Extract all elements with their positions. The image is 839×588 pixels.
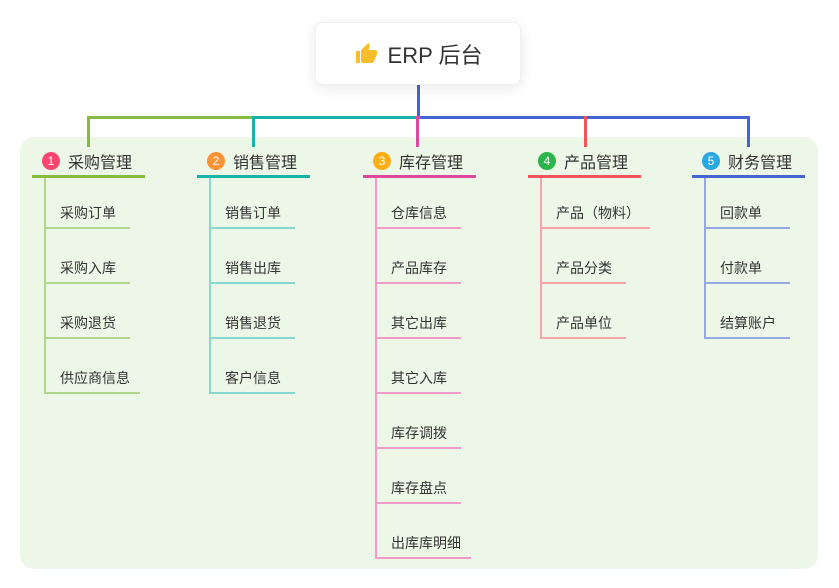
child-node[interactable]: 销售出库 [211,229,295,284]
branch-number-badge: 5 [702,151,720,170]
branch-title[interactable]: 2 销售管理 [197,146,357,175]
branch-title[interactable]: 3 库存管理 [363,146,523,175]
branch-drop-connector [416,116,419,147]
child-node[interactable]: 采购退货 [46,284,130,339]
branch-sales: 2 销售管理 销售订单 销售出库 销售退货 客户信息 [197,146,357,394]
branch-inventory: 3 库存管理 仓库信息 产品库存 其它出库 其它入库 库存调拨 库存盘点 出库库… [363,146,523,559]
branch-underline [197,175,310,178]
branch-label: 财务管理 [728,154,793,172]
branch-label: 销售管理 [233,154,298,172]
child-node[interactable]: 产品单位 [542,284,626,339]
child-node[interactable]: 供应商信息 [46,339,140,394]
branch-number-badge: 4 [538,151,556,170]
branch-number-badge: 3 [373,151,391,170]
child-node[interactable]: 销售退货 [211,284,295,339]
bus-connector-mid [255,116,420,119]
branch-underline [32,175,145,178]
branch-underline [692,175,805,178]
branch-children: 仓库信息 产品库存 其它出库 其它入库 库存调拨 库存盘点 出库库明细 [375,178,471,559]
child-node[interactable]: 结算账户 [706,284,790,339]
branch-drop-connector [584,116,587,147]
branches-panel [20,137,818,569]
child-node[interactable]: 产品分类 [542,229,626,284]
root-node[interactable]: ERP 后台 [315,22,521,85]
branch-drop-connector [87,116,90,147]
child-node[interactable]: 产品（物料） [542,178,650,229]
child-node[interactable]: 其它出库 [377,284,461,339]
root-stem-connector [417,85,420,116]
branch-drop-connector [252,116,255,147]
branch-label: 库存管理 [399,154,464,172]
child-node[interactable]: 库存盘点 [377,449,461,504]
branch-title[interactable]: 4 产品管理 [528,146,688,175]
branch-underline [363,175,476,178]
branch-title[interactable]: 5 财务管理 [692,146,839,175]
branch-finance: 5 财务管理 回款单 付款单 结算账户 [692,146,839,339]
child-node[interactable]: 销售订单 [211,178,295,229]
bus-connector-left [87,116,255,119]
child-node[interactable]: 客户信息 [211,339,295,394]
child-node[interactable]: 付款单 [706,229,790,284]
branch-children: 产品（物料） 产品分类 产品单位 [540,178,650,339]
root-label: ERP 后台 [387,42,483,68]
child-node[interactable]: 采购订单 [46,178,130,229]
child-node[interactable]: 库存调拨 [377,394,461,449]
child-node[interactable]: 其它入库 [377,339,461,394]
thumbs-up-icon [355,42,377,63]
branch-children: 回款单 付款单 结算账户 [704,178,790,339]
branch-number-badge: 1 [42,151,60,170]
child-node[interactable]: 产品库存 [377,229,461,284]
branch-label: 采购管理 [68,154,133,172]
branch-label: 产品管理 [564,154,629,172]
branch-product: 4 产品管理 产品（物料） 产品分类 产品单位 [528,146,688,339]
branch-purchase: 1 采购管理 采购订单 采购入库 采购退货 供应商信息 [32,146,192,394]
child-node[interactable]: 采购入库 [46,229,130,284]
branch-number-badge: 2 [207,151,225,170]
child-node[interactable]: 回款单 [706,178,790,229]
branch-children: 采购订单 采购入库 采购退货 供应商信息 [44,178,140,394]
branch-title[interactable]: 1 采购管理 [32,146,192,175]
branch-underline [528,175,641,178]
branch-children: 销售订单 销售出库 销售退货 客户信息 [209,178,295,394]
branch-drop-connector [747,116,750,147]
child-node[interactable]: 仓库信息 [377,178,461,229]
child-node[interactable]: 出库库明细 [377,504,471,559]
